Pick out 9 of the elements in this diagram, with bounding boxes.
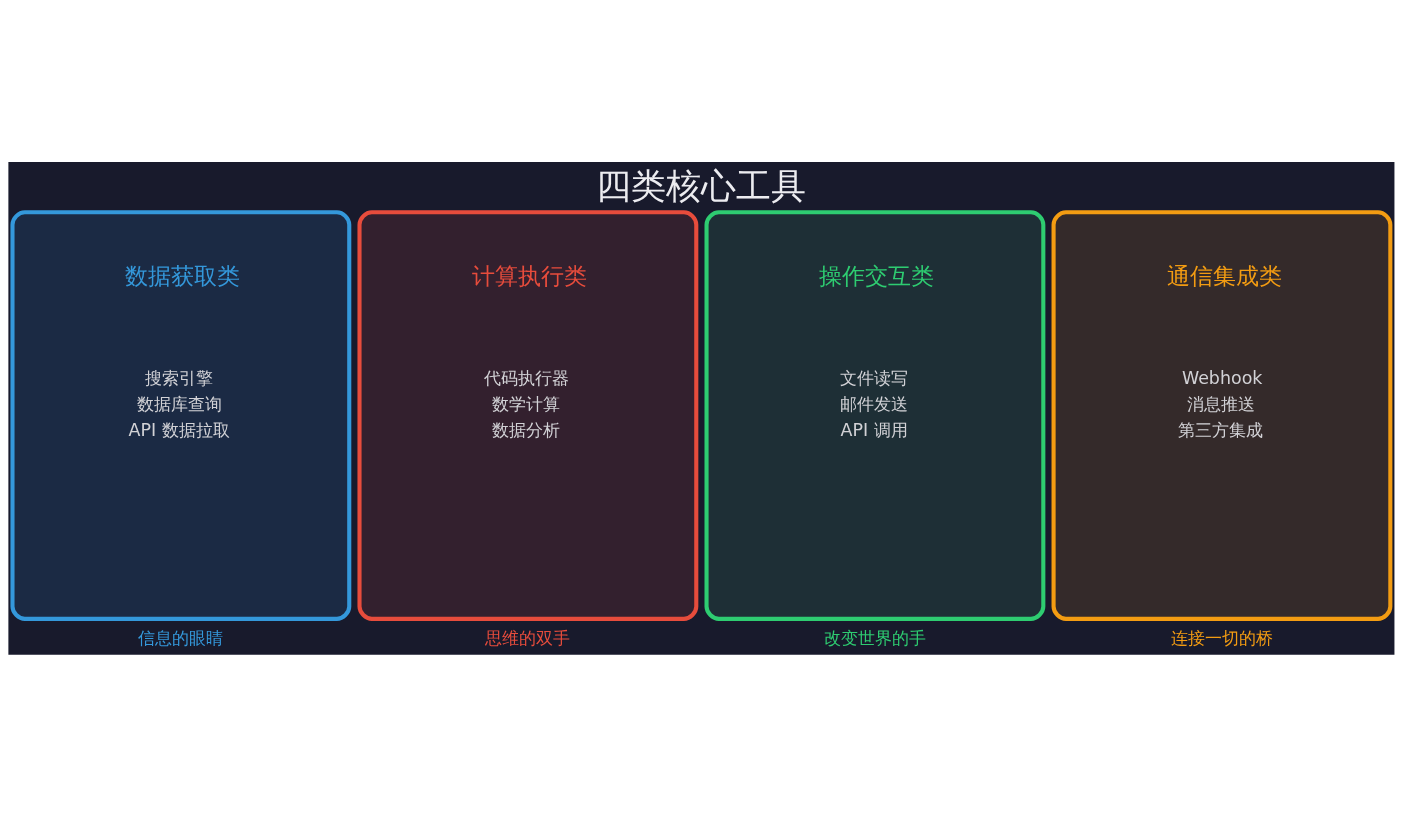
node-box: 计算执行类 代码执行器 数学计算 数据分析 — [357, 209, 699, 621]
node-label: 连接一切的桥 — [1170, 627, 1273, 648]
node-box: 数据获取类 搜索引擎 数据库查询 API 数据拉取 — [10, 209, 352, 621]
node-label: 信息的眼睛 — [138, 627, 224, 648]
node-label: 思维的双手 — [485, 627, 571, 648]
node-label: 改变世界的手 — [823, 627, 926, 648]
node-box: 通信集成类 Webhook 消息推送 第三方集成 — [1051, 209, 1393, 621]
node-box: 操作交互类 文件读写 邮件发送 API 调用 — [704, 209, 1046, 621]
diagram-title: 四类核心工具 — [596, 165, 807, 206]
